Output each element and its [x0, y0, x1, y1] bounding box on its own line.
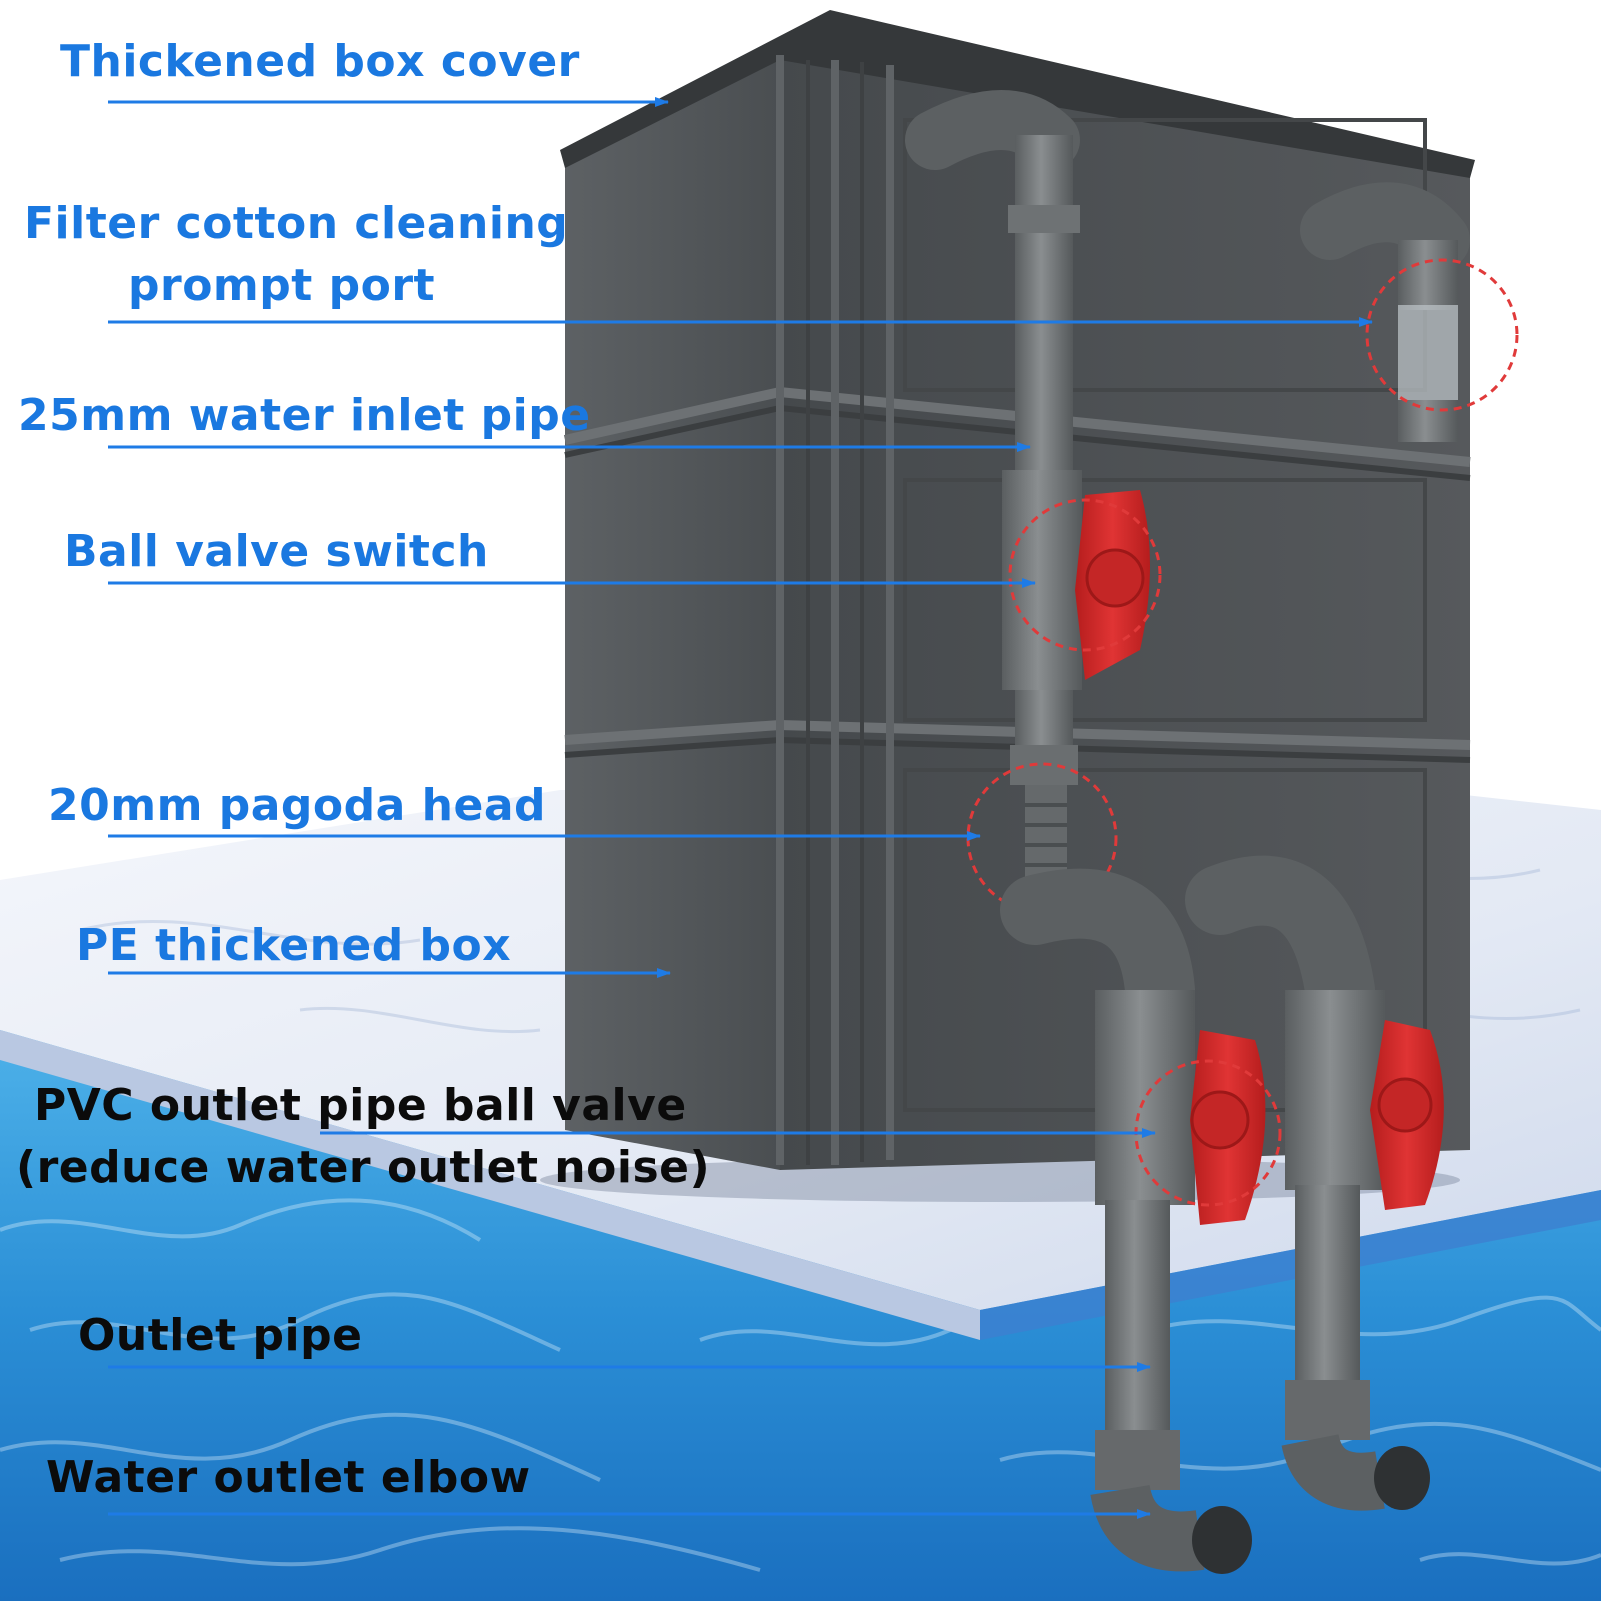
- outlet-pipe-right: [1185, 855, 1430, 1511]
- label-pvc-outlet-valve-line2: (reduce water outlet noise): [16, 1142, 711, 1193]
- dashed-circle-highlight-icon: [1365, 258, 1519, 412]
- leader-lines: [108, 97, 1373, 1519]
- filter-cotton-port: [1300, 182, 1470, 442]
- label-thickened-box-cover: Thickened box cover: [60, 36, 580, 87]
- label-filter-cotton-port-line2: prompt port: [128, 260, 436, 311]
- label-pe-thickened-box: PE thickened box: [76, 920, 512, 971]
- label-pvc-outlet-valve-line1: PVC outlet pipe ball valve: [34, 1080, 687, 1131]
- ball-valve-handle-icon: [1370, 1020, 1444, 1210]
- marble-slab-front-edge: [0, 1030, 980, 1340]
- label-water-outlet-elbow: Water outlet elbow: [46, 1452, 531, 1503]
- label-pagoda-head: 20mm pagoda head: [48, 780, 547, 831]
- water-inlet-pipe: [905, 90, 1082, 785]
- ball-valve-handle-icon: [1075, 490, 1150, 680]
- label-outlet-pipe: Outlet pipe: [78, 1310, 363, 1361]
- outlet-pipe-left: [1000, 868, 1252, 1574]
- ball-valve-handle-icon: [1190, 1030, 1266, 1225]
- label-ball-valve-switch: Ball valve switch: [64, 526, 489, 577]
- label-filter-cotton-port-line1: Filter cotton cleaning: [24, 198, 569, 249]
- label-water-inlet-pipe: 25mm water inlet pipe: [18, 390, 591, 441]
- pagoda-head: [1025, 785, 1067, 880]
- dashed-circle-highlight-icon: [1008, 498, 1162, 652]
